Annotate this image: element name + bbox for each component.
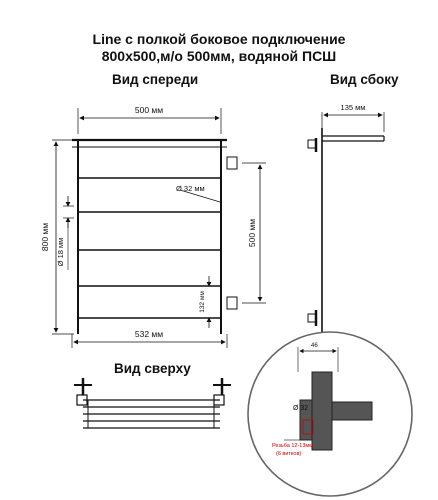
top-view [74, 378, 231, 429]
dim-pipe-diameter: Ø 32 мм [176, 184, 205, 193]
dim-side-depth: 135 мм [341, 103, 366, 112]
dim-center-distance: 500 мм [247, 219, 257, 247]
front-view-label: Вид спереди [112, 72, 199, 87]
dim-width-bottom: 532 мм [135, 329, 163, 339]
dim-height-total: 800 мм [40, 223, 50, 251]
detail-pipe-diameter: Ø 32 [293, 405, 308, 412]
side-view [307, 112, 385, 338]
title-line-2: 800x500,м/о 500мм, водяной ПСШ [101, 48, 337, 64]
top-view-label: Вид сверху [114, 361, 191, 376]
detail-thread-line-1: Резьба 12-13мм [272, 443, 313, 449]
dim-width-top: 500 мм [135, 105, 163, 115]
detail-dim-46: 46 [311, 343, 318, 349]
side-view-label: Вид сбоку [330, 72, 399, 87]
dim-rung-step: 132 мм [199, 291, 206, 313]
detail-thread-line-2: (6 витков) [276, 451, 301, 457]
front-view [52, 108, 266, 348]
detail-view [247, 331, 413, 497]
dim-rung-diameter: Ø 18 мм [56, 238, 65, 267]
title-line-1: Line с полкой боковое подключение [92, 31, 346, 47]
